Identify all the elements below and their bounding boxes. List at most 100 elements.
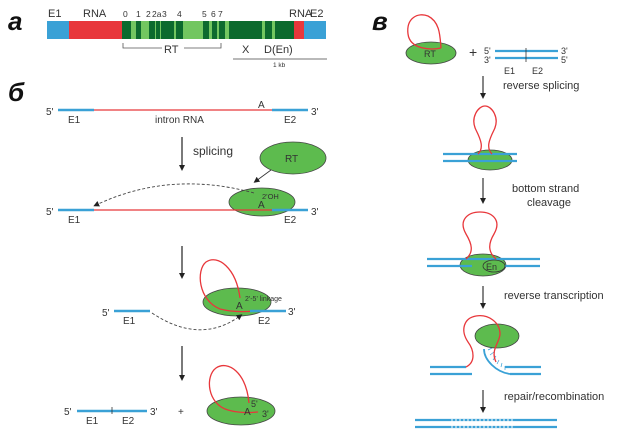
rna-left-segment xyxy=(69,21,122,39)
rt-block xyxy=(174,21,176,39)
e2-label: E2 xyxy=(310,8,323,20)
lariat-rna xyxy=(407,14,442,50)
domain-numbers: 0 1 2 2a 3 4 5 6 7 xyxy=(123,9,223,19)
panel-b-label: б xyxy=(8,77,25,107)
bottom-five-prime: 5' xyxy=(561,55,568,65)
en-domain xyxy=(482,259,506,273)
rt-block xyxy=(131,21,136,39)
exon-e2-segment xyxy=(304,21,326,39)
rnp-and-target-dna: RT + 5' 3' 3' 5' E1 E2 xyxy=(405,14,568,76)
five-prime-label: 5' xyxy=(46,107,54,118)
e1-label: E1 xyxy=(48,8,61,20)
three-prime-label: 3' xyxy=(288,307,296,318)
rt-block xyxy=(141,21,149,39)
rt-bracket-gap xyxy=(162,44,184,54)
rt-protein-label: RT xyxy=(424,49,436,59)
e1-label: E1 xyxy=(123,316,136,327)
rt-protein xyxy=(259,141,327,175)
branch-a-label: A xyxy=(236,301,243,312)
cleavage-label: cleavage xyxy=(527,197,571,209)
splicing-label: splicing xyxy=(193,144,233,158)
rt-block xyxy=(160,21,161,39)
integrated-intron xyxy=(443,105,517,171)
repair-recombination-label: repair/recombination xyxy=(504,391,604,403)
e2-label: E2 xyxy=(532,66,543,76)
domain-2: 2 xyxy=(146,9,151,19)
domain-6: 6 xyxy=(211,9,216,19)
domain-1: 1 xyxy=(136,9,141,19)
d-block xyxy=(272,21,275,39)
rt-domain-segment xyxy=(122,21,294,39)
e2-label: E2 xyxy=(122,416,135,427)
top-three-prime: 3' xyxy=(561,46,568,56)
three-prime-label: 3' xyxy=(311,207,319,218)
target-primed-reverse-transcription xyxy=(430,315,541,376)
scale-label: 1 kb xyxy=(273,62,286,69)
branch-a-label: A xyxy=(258,200,265,211)
e1-label: E1 xyxy=(504,66,515,76)
intron-rna-loop xyxy=(473,105,497,155)
linkage-label: 2'-5' linkage xyxy=(245,296,282,303)
rt-protein xyxy=(405,41,457,65)
cleaved-target: En xyxy=(427,211,540,277)
spliced-products: 5' 3' E1 E2 + A 5' 3' xyxy=(64,364,276,427)
five-prime-label: 5' xyxy=(46,207,54,218)
domain-4: 4 xyxy=(177,9,182,19)
rt-block xyxy=(217,21,219,39)
lariat-five-prime: 5' xyxy=(251,399,258,409)
lariat-rna xyxy=(208,364,259,414)
plus-sign: + xyxy=(469,44,477,60)
bottom-three-prime: 3' xyxy=(484,55,491,65)
panel-a-label: а xyxy=(8,6,22,36)
domain-3: 3 xyxy=(162,9,167,19)
rna-left-label: RNA xyxy=(83,8,107,20)
rt-block xyxy=(225,21,229,39)
nucleophilic-attack-arrow xyxy=(93,183,255,207)
d-en-domain-label: D(En) xyxy=(264,44,293,56)
intron-rna-template xyxy=(463,315,501,368)
cdna-insert-ticks xyxy=(451,419,513,428)
rt-bracket-label: RT xyxy=(164,44,179,56)
exon-ligation-arrow xyxy=(151,312,243,331)
reverse-splicing-label: reverse splicing xyxy=(503,80,579,92)
integrated-dna xyxy=(415,418,557,429)
rna-right-segment xyxy=(294,21,304,39)
lariat-three-prime: 3' xyxy=(262,409,269,419)
intron-rna-label: intron RNA xyxy=(155,115,204,126)
reverse-transcription-label: reverse transcription xyxy=(504,290,604,302)
domain-2a: 2a xyxy=(152,9,162,19)
three-prime-label: 3' xyxy=(150,407,158,418)
panel-v-label: в xyxy=(372,6,388,36)
en-label: En xyxy=(486,262,497,272)
domain-7: 7 xyxy=(218,9,223,19)
rt-block xyxy=(155,21,156,39)
e2-label: E2 xyxy=(258,316,271,327)
branch-a-label: A xyxy=(244,407,251,418)
e1-label: E1 xyxy=(68,215,81,226)
intron-rnp-precursor: 5' 3' 2'OH A E1 E2 xyxy=(46,183,319,226)
domain-0: 0 xyxy=(123,9,128,19)
rna-right-label: RNA xyxy=(289,8,313,20)
exon-e1-segment xyxy=(47,21,69,39)
binding-arrow xyxy=(253,169,272,183)
x-domain-label: X xyxy=(242,44,250,56)
bottom-strand-label: bottom strand xyxy=(512,183,579,195)
rt-block xyxy=(209,21,212,39)
domain-5: 5 xyxy=(202,9,207,19)
three-prime-label: 3' xyxy=(311,107,319,118)
branch-a-label: A xyxy=(258,100,265,111)
e2-label: E2 xyxy=(284,115,297,126)
e1-label: E1 xyxy=(68,115,81,126)
five-prime-label: 5' xyxy=(102,308,110,319)
rt-protein-label: RT xyxy=(285,154,298,165)
e1-label: E1 xyxy=(86,416,99,427)
lariat-intermediate: 3' A 2'-5' linkage E2 5' E1 xyxy=(102,259,296,331)
intron-map-bar xyxy=(47,21,326,39)
precursor-rna: 5' 3' E1 intron RNA A E2 xyxy=(46,100,319,126)
rt-block xyxy=(183,21,203,39)
lariat-rna xyxy=(199,259,255,313)
cdna-base-pairs xyxy=(487,347,506,370)
e2-label: E2 xyxy=(284,215,297,226)
hydroxyl-label: 2'OH xyxy=(262,192,279,201)
